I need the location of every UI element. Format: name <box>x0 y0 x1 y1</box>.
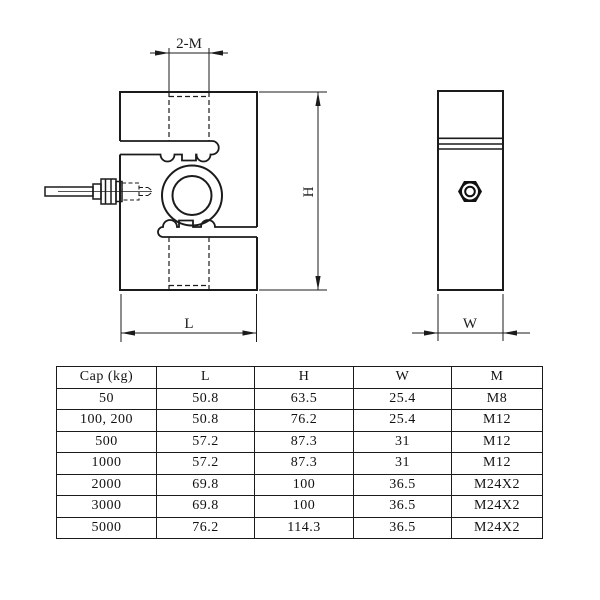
width-dimension: W <box>412 294 530 341</box>
table-cell: 500 <box>56 430 157 453</box>
arrowhead <box>315 276 321 290</box>
front-body-outline <box>119 91 258 291</box>
arrowhead <box>315 92 321 106</box>
table-cell: 100 <box>254 495 354 518</box>
table-row: 2000 69.8 100 36.5 M24X2 <box>56 473 543 496</box>
table-cell: 36.5 <box>353 516 452 539</box>
table-cell: 87.3 <box>254 452 354 475</box>
column-header-cap: Cap (kg) <box>56 366 157 389</box>
table-row: 100, 200 50.8 76.2 25.4 M12 <box>56 409 543 432</box>
hex-nut <box>458 181 482 202</box>
table-cell: 25.4 <box>353 409 452 432</box>
table-cell: 36.5 <box>353 473 452 496</box>
upper-slot <box>120 140 220 163</box>
table-cell: 63.5 <box>254 387 354 410</box>
load-cell-drawing: 2-M H L <box>44 36 530 342</box>
height-dimension: H <box>259 91 327 291</box>
table-row: 50 50.8 63.5 25.4 M8 <box>56 387 543 410</box>
table-cell: 2000 <box>56 473 157 496</box>
table-row: 1000 57.2 87.3 31 M12 <box>56 452 543 475</box>
table-header-row: Cap (kg) L H W M <box>56 366 543 389</box>
arrowhead <box>242 330 257 336</box>
arrowhead <box>503 330 517 336</box>
table-cell: 100 <box>254 473 354 496</box>
thread-hole-hidden-lines <box>168 92 210 290</box>
table-cell: M24X2 <box>451 516 543 539</box>
table-cell: 100, 200 <box>56 409 157 432</box>
arrowhead <box>424 330 438 336</box>
column-header-m: M <box>451 366 543 389</box>
width-dim-label: W <box>463 316 478 332</box>
front-view <box>44 91 260 291</box>
table-cell: M24X2 <box>451 495 543 518</box>
spec-table: Cap (kg) L H W M 50 50.8 63.5 25.4 M8 10… <box>56 366 543 539</box>
arrowhead <box>155 50 169 56</box>
table-cell: M12 <box>451 452 543 475</box>
column-header-h: H <box>254 366 354 389</box>
table-cell: 57.2 <box>156 430 255 453</box>
thread-dim-label: 2-M <box>176 36 202 52</box>
table-cell: 57.2 <box>156 452 255 475</box>
side-slot-lines <box>438 137 503 150</box>
table-row: 3000 69.8 100 36.5 M24X2 <box>56 495 543 518</box>
table-cell: 31 <box>353 430 452 453</box>
table-cell: 31 <box>353 452 452 475</box>
table-cell: M12 <box>451 409 543 432</box>
column-header-l: L <box>156 366 255 389</box>
table-cell: 76.2 <box>254 409 354 432</box>
height-dim-label: H <box>301 186 317 197</box>
column-header-w: W <box>353 366 452 389</box>
table-cell: 76.2 <box>156 516 255 539</box>
table-cell: 1000 <box>56 452 157 475</box>
thread-dimension: 2-M <box>150 36 228 92</box>
table-cell: 50 <box>56 387 157 410</box>
table-cell: 5000 <box>56 516 157 539</box>
table-cell: M24X2 <box>451 473 543 496</box>
table-row: 5000 76.2 114.3 36.5 M24X2 <box>56 516 543 539</box>
cable-connector <box>44 178 154 205</box>
arrowhead <box>209 50 223 56</box>
table-cell: 87.3 <box>254 430 354 453</box>
table-cell: 50.8 <box>156 409 255 432</box>
length-dimension: L <box>120 294 257 342</box>
table-cell: 36.5 <box>353 495 452 518</box>
table-cell: 25.4 <box>353 387 452 410</box>
arrowhead <box>121 330 135 336</box>
table-cell: 50.8 <box>156 387 255 410</box>
table-cell: 3000 <box>56 495 157 518</box>
table-cell: M8 <box>451 387 543 410</box>
center-hole <box>161 164 223 227</box>
table-cell: 114.3 <box>254 516 354 539</box>
table-cell: M12 <box>451 430 543 453</box>
table-cell: 69.8 <box>156 473 255 496</box>
table-cell: 69.8 <box>156 495 255 518</box>
table-row: 500 57.2 87.3 31 M12 <box>56 430 543 453</box>
length-dim-label: L <box>184 316 193 332</box>
side-view <box>437 90 504 291</box>
connector-thread-hidden <box>121 182 154 201</box>
side-body-outline <box>437 90 504 291</box>
